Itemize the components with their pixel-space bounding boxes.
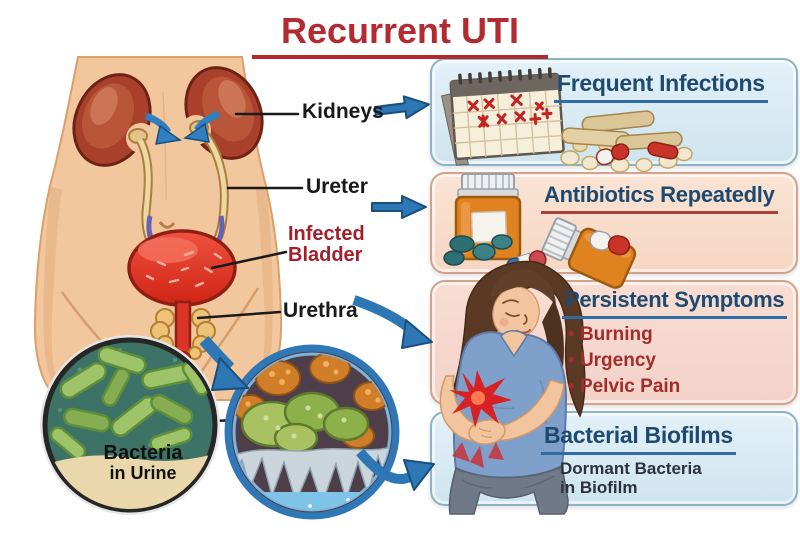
symptoms-bullet-list: Burning Urgency Pelvic Pain (568, 322, 680, 400)
flow-arrows (199, 92, 435, 491)
biofilm-note-line1: Dormant Bacteria (560, 459, 702, 478)
green-blob-dots (263, 405, 347, 439)
biofilm-inset (224, 344, 400, 520)
rod-bacteria (49, 345, 210, 460)
pill-bottles-with-pills-icon (443, 173, 637, 289)
pain-streaks (452, 442, 504, 468)
biofilm-note: Dormant Bacteria in Biofilm (560, 459, 702, 497)
woman-with-abdominal-pain-illustration (439, 260, 586, 515)
jeans-creases (457, 467, 561, 489)
hair-fringe (490, 269, 556, 306)
bacteria-in-urine-inset (40, 335, 220, 515)
small-flow-arrows (144, 110, 221, 145)
bacteria-caption-line1: Bacteria (103, 442, 183, 464)
clasped-hands (468, 419, 506, 445)
page-title: Recurrent UTI (252, 10, 548, 59)
label-infected-bladder-line1: Infected (288, 223, 365, 245)
heading-frequent-infections: Frequent Infections (554, 70, 768, 103)
arrow-urethra-to-biofilm (199, 336, 249, 391)
symptom-burning: Burning (568, 322, 680, 348)
calendar-with-red-x-marks-icon (440, 67, 565, 166)
symptom-pelvic-pain: Pelvic Pain (568, 374, 680, 400)
label-infected-bladder: Infected Bladder (288, 224, 365, 266)
heading-persistent-symptoms: Persistent Symptoms (562, 287, 788, 319)
arrow-biofilm-to-panel (356, 448, 435, 491)
label-kidneys: Kidneys (302, 100, 384, 123)
page-title-text: Recurrent UTI (280, 10, 520, 51)
arrow-to-symptoms (352, 295, 433, 349)
heading-antibiotics-repeatedly: Antibiotics Repeatedly (541, 182, 778, 214)
bacteria-in-urine-caption: Bacteria in Urine (88, 443, 198, 483)
red-white-capsule (589, 230, 631, 256)
heading-bacterial-biofilms: Bacterial Biofilms (541, 422, 736, 455)
label-urethra: Urethra (283, 299, 358, 322)
bacteria-caption-line2: in Urine (109, 463, 177, 483)
green-bacteria-blobs (240, 391, 370, 454)
biofilm-note-line2: in Biofilm (560, 478, 638, 497)
symptom-urgency: Urgency (568, 348, 680, 374)
pills-and-capsules-icon (560, 110, 693, 173)
teal-pills (443, 234, 513, 266)
label-infected-bladder-line2: Bladder (288, 244, 363, 266)
arrow-to-antibiotics (371, 195, 427, 219)
label-ureter: Ureter (306, 175, 368, 198)
v-neck (500, 330, 529, 358)
